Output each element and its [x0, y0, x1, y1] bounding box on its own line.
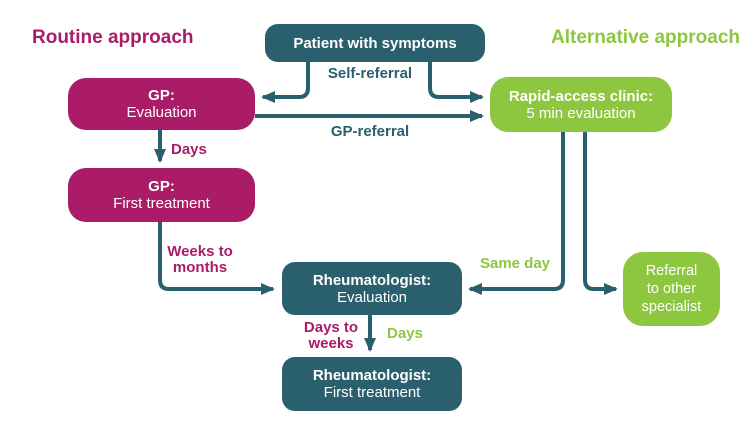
rapid-access-clinic-box: Rapid-access clinic: 5 min evaluation	[490, 77, 672, 132]
alternative-approach-title: Alternative approach	[551, 27, 740, 48]
gp-first-treatment-title: GP:	[148, 178, 175, 195]
days-to-weeks-line2: weeks	[308, 335, 354, 352]
same-day-edge-label: Same day	[479, 255, 551, 272]
patient-symptoms-box: Patient with symptoms	[265, 24, 485, 62]
gp-referral-edge-label: GP-referral	[330, 123, 410, 140]
gp-first-treatment-subtitle: First treatment	[113, 195, 210, 212]
rheumatologist-first-treatment-title: Rheumatologist:	[312, 367, 432, 384]
rheumatologist-evaluation-title: Rheumatologist:	[312, 271, 432, 289]
weeks-to-months-line1: Weeks to	[167, 243, 233, 260]
rheumatologist-evaluation-box: Rheumatologist: Evaluation	[282, 262, 462, 315]
gp-evaluation-title: GP:	[148, 87, 175, 104]
rapid-access-clinic-subtitle: 5 min evaluation	[526, 104, 636, 122]
referral-specialist-line2: to other	[646, 281, 697, 297]
rheumatologist-first-treatment-subtitle: First treatment	[323, 384, 421, 401]
weeks-to-months-line2: months	[172, 259, 228, 276]
patient-symptoms-label: Patient with symptoms	[293, 34, 457, 52]
referral-specialist-line3: specialist	[641, 299, 702, 315]
arrow-rapid-access-to-referral-specialist	[583, 132, 618, 295]
arrow-patient-to-rapid-access	[428, 60, 484, 103]
rapid-access-clinic-title: Rapid-access clinic:	[508, 87, 654, 105]
gp-evaluation-subtitle: Evaluation	[126, 104, 197, 121]
weeks-to-months-edge-label: Weeks to months	[150, 244, 250, 276]
rheumatologist-evaluation-subtitle: Evaluation	[336, 288, 408, 306]
gp-evaluation-box: GP: Evaluation	[68, 78, 255, 130]
arrow-rapid-access-to-rheumatologist-evaluation	[468, 132, 565, 295]
rheumatologist-first-treatment-box: Rheumatologist: First treatment	[282, 357, 462, 411]
days-to-weeks-edge-label: Days to weeks	[286, 320, 376, 352]
days-alternative-edge-label: Days	[387, 325, 423, 342]
days-routine-edge-label: Days	[171, 141, 207, 158]
self-referral-edge-label: Self-referral	[327, 65, 413, 82]
gp-first-treatment-box: GP: First treatment	[68, 168, 255, 222]
routine-approach-title: Routine approach	[32, 27, 194, 48]
arrow-gp-first-treatment-to-rheumatologist-evaluation	[158, 222, 275, 295]
days-to-weeks-line1: Days to	[303, 319, 359, 336]
referral-other-specialist-box: Referral to other specialist	[623, 252, 720, 326]
referral-specialist-line1: Referral	[645, 263, 698, 279]
arrow-patient-to-gp-evaluation	[261, 60, 310, 103]
